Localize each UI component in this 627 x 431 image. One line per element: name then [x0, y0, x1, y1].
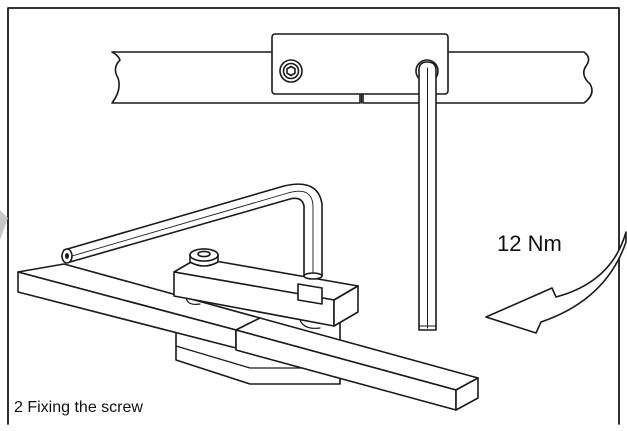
allen-key-l-icon — [61, 183, 323, 280]
clamp-block — [173, 257, 359, 329]
allen-key-icon — [418, 61, 437, 331]
frame-border — [7, 7, 620, 425]
torque-label: 12 Nm — [497, 231, 562, 256]
edge-marker — [0, 210, 8, 240]
hex-socket-screw-icon — [279, 59, 303, 83]
top-rail-assembly — [111, 33, 593, 104]
bottom-rail-right — [235, 317, 479, 411]
figure-caption: 2 Fixing the screw — [14, 399, 143, 416]
bottom-rail-assembly — [17, 248, 479, 411]
clamp-screw-icon — [189, 248, 219, 267]
curved-arrow-icon — [485, 231, 627, 334]
bottom-rail-left — [17, 263, 261, 349]
joining-bracket — [271, 33, 449, 95]
